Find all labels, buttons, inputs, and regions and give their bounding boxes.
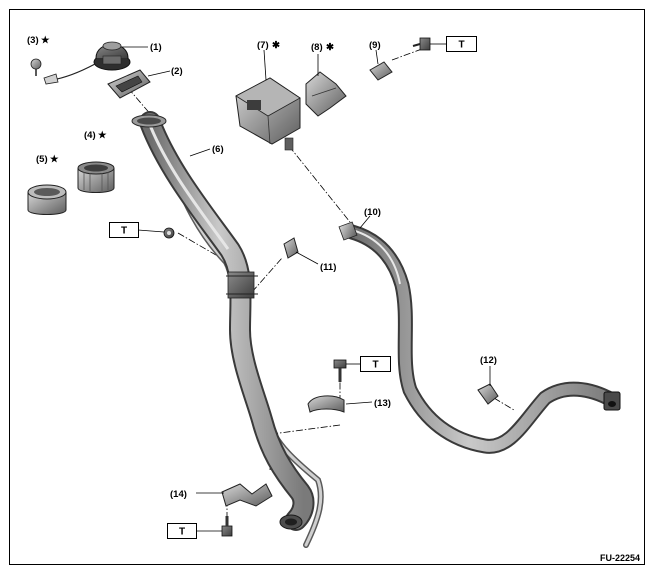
callout-11: (11)	[320, 262, 336, 273]
bolt-bottom	[221, 516, 233, 537]
callout-10: (10)	[364, 207, 381, 218]
seal-ring-5	[27, 184, 67, 215]
assembly-lines	[127, 45, 515, 519]
clip-9	[369, 61, 393, 81]
fuel-filler-cap	[93, 41, 131, 71]
callout-4-mark: ★	[98, 130, 107, 141]
figure-code: FU-22254	[600, 553, 640, 563]
seal-ring-4	[77, 161, 115, 193]
callout-13: (13)	[374, 398, 391, 409]
leader-lines	[122, 46, 491, 494]
torque-label: T	[458, 40, 464, 51]
torque-label: T	[121, 226, 127, 237]
callout-9: (9)	[369, 40, 381, 51]
callout-14: (14)	[170, 489, 187, 500]
bolt-middle	[333, 359, 347, 382]
callout-5: (5)	[36, 154, 48, 165]
callout-1: (1)	[150, 42, 162, 53]
cap-tether	[30, 58, 96, 85]
torque-box-left: T	[109, 222, 165, 238]
clip-12	[477, 383, 499, 405]
bolt-top	[412, 37, 431, 51]
callout-7: (7)	[257, 40, 269, 51]
torque-box-middle: T	[346, 356, 391, 372]
callout-3-mark: ★	[41, 35, 50, 46]
callout-5-mark: ★	[50, 154, 59, 165]
callout-4: (4)	[84, 130, 96, 141]
evaporation-hose	[338, 221, 621, 454]
callout-labels: (1) (2) (3) ★ (4) ★ (5) ★ (6) (7) ✱ (8) …	[27, 35, 497, 500]
torque-label: T	[372, 360, 378, 371]
callout-3: (3)	[27, 35, 39, 46]
diagram-frame	[9, 9, 645, 565]
torque-box-top: T	[430, 36, 477, 52]
filler-pipe	[131, 111, 324, 548]
bracket-14	[221, 483, 273, 507]
callout-8: (8)	[311, 42, 323, 53]
callout-2: (2)	[171, 66, 183, 77]
nut-left	[163, 227, 175, 239]
callout-6: (6)	[212, 144, 224, 155]
clamp-13	[307, 395, 345, 413]
torque-label: T	[179, 527, 185, 538]
clip-11	[283, 237, 299, 259]
callout-12: (12)	[480, 355, 497, 366]
callout-8-mark: ✱	[326, 42, 335, 53]
callout-7-mark: ✱	[272, 40, 281, 51]
canister	[235, 77, 301, 151]
torque-box-bottom: T	[167, 523, 222, 539]
canister-bracket	[305, 71, 347, 117]
filler-holder	[107, 69, 151, 99]
